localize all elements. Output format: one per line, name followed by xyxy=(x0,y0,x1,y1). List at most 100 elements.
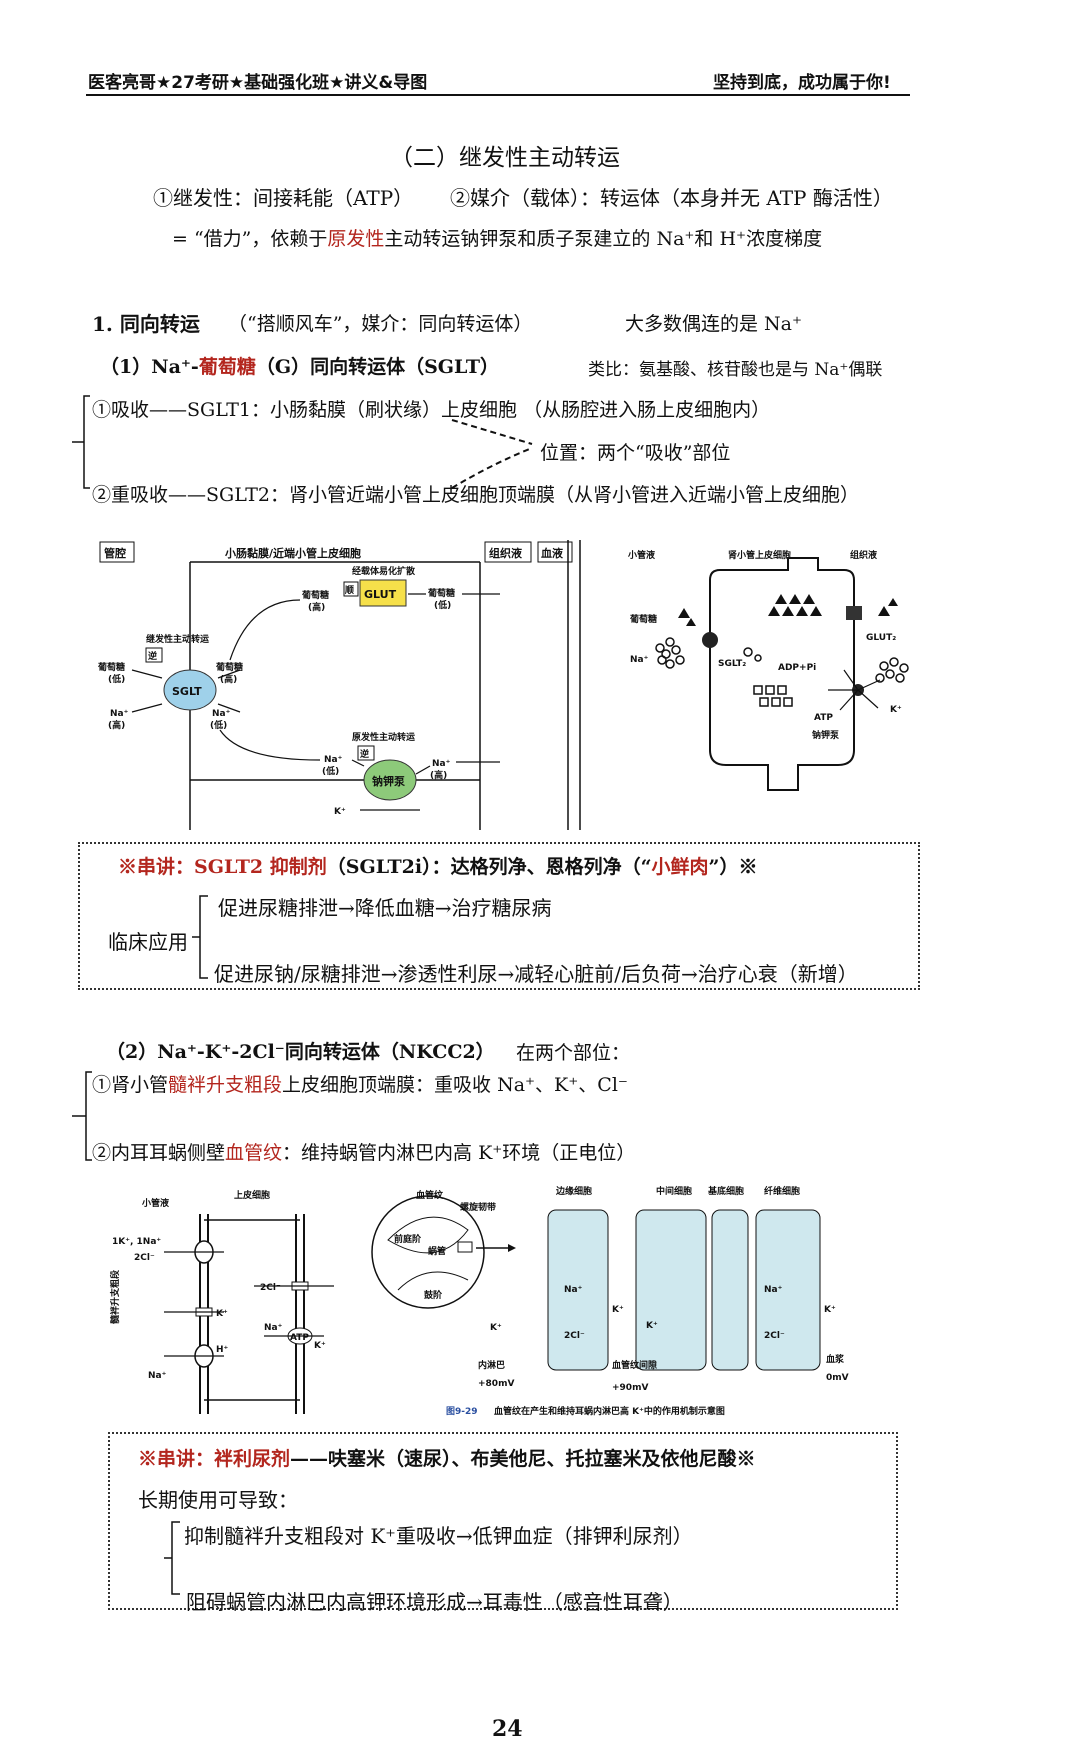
lumen-label: 管腔 xyxy=(104,546,126,560)
glu-cell-2: 葡萄糖 xyxy=(301,589,329,601)
fiber-cell xyxy=(755,1209,821,1371)
tissue-box xyxy=(484,541,532,563)
marginal-cell xyxy=(547,1209,609,1371)
header-left: 医客亮哥★27考研★基础强化班★讲义&导图 xyxy=(88,73,428,93)
glut-shun-label: 顺 xyxy=(345,585,354,596)
glu-tissue-low: (低) xyxy=(434,599,451,611)
clinical-line-2: 促进尿钠/尿糖排泄→渗透性利尿→减轻心脏前/后负荷→治疗心衰（新增） xyxy=(214,962,858,986)
na-l-label: Na⁺ xyxy=(148,1371,167,1381)
inter-label: 中间细胞 xyxy=(656,1185,692,1197)
absorb-bracket xyxy=(72,395,533,489)
fiber-label: 纤维细胞 xyxy=(764,1185,800,1197)
k-endo-label: K⁺ xyxy=(490,1323,502,1333)
k-i-label: K⁺ xyxy=(646,1321,658,1331)
symport-note: 大多数偶连的是 Na⁺ xyxy=(625,313,803,335)
nkcc2-bracket xyxy=(72,1071,92,1161)
intermediate-cell xyxy=(635,1209,707,1371)
clinical-line-1: 促进尿糖排泄→降低血糖→治疗糖尿病 xyxy=(218,896,552,920)
blood-label: 血液 xyxy=(541,546,564,560)
cell-label: 小肠黏膜/近端小管上皮细胞 xyxy=(224,546,361,560)
glu-tissue: 葡萄糖 xyxy=(427,587,455,599)
mv90-label: +90mV xyxy=(612,1383,648,1393)
glu-cell-high: (高) xyxy=(220,673,237,685)
stria-vascularis-diagram: 血管纹 螺旋韧带 前庭阶 蜗管 鼓阶 边缘细胞 中间细胞 基底细胞 纤维细胞 K… xyxy=(371,1185,849,1417)
vest-label: 前庭阶 xyxy=(394,1233,422,1245)
header-right: 坚持到底，成功属于你! xyxy=(713,73,891,93)
na-label-2: Na⁺ xyxy=(630,655,649,665)
nkcc2-site-1: ①肾小管髓袢升支粗段上皮细胞顶端膜：重吸收 Na⁺、K⁺、Cl⁻ xyxy=(92,1074,628,1096)
sec-active-label: 继发性主动转运 xyxy=(146,633,210,645)
na-cell-low: (低) xyxy=(210,719,227,731)
na-lumen-high: (高) xyxy=(108,719,125,731)
reabsorb-line: ②重吸收——SGLT2：肾小管近端小管上皮细胞顶端膜（从肾小管进入近端小管上皮细… xyxy=(92,484,860,506)
gap-label: 血管纹间隙 xyxy=(612,1359,657,1371)
k-mid-label: K⁺ xyxy=(216,1309,228,1319)
nkcc2-title: （2）Na⁺-K⁺-2Cl⁻同向转运体（NKCC2） xyxy=(106,1041,495,1063)
vessel-label: 血管纹 xyxy=(416,1189,444,1201)
duct-label: 蜗管 xyxy=(428,1245,446,1257)
pump-label-2: 钠钾泵 xyxy=(812,729,840,741)
k-r-label: K⁺ xyxy=(314,1341,326,1351)
na-k-pump xyxy=(363,759,417,801)
na-lumen: Na⁺ xyxy=(110,709,129,719)
clinical-label: 临床应用 xyxy=(108,930,188,954)
adp-label: ADP+Pi xyxy=(778,663,816,673)
glut2-transporter xyxy=(846,606,862,620)
sglt-title: （1）Na⁺-葡萄糖（G）同向转运体（SGLT） xyxy=(100,356,499,378)
na-r-label: Na⁺ xyxy=(264,1323,283,1333)
sglt-analogy: 类比：氨基酸、核苷酸也是与 Na⁺偶联 xyxy=(588,360,883,380)
sglt2i-box xyxy=(78,842,920,990)
sglt-transporter xyxy=(163,669,217,711)
glut-label: GLUT xyxy=(364,588,397,601)
intro-carrier: ②媒介（载体）：转运体（本身并无 ATP 酶活性） xyxy=(450,186,893,210)
clinical-bracket xyxy=(192,895,208,979)
tubular-fluid-label: 小管液 xyxy=(627,549,656,561)
mv80-label: +80mV xyxy=(478,1379,514,1389)
atp-label-3: ATP xyxy=(290,1333,309,1343)
long-use-line-1: 抑制髓袢升支粗段对 K⁺重吸收→低钾血症（排钾利尿剂） xyxy=(184,1524,693,1548)
na-m-label: Na⁺ xyxy=(564,1285,583,1295)
glut-transporter xyxy=(359,579,407,607)
k-label: K⁺ xyxy=(334,807,346,817)
nkcc2-note: 在两个部位： xyxy=(516,1042,631,1064)
symport-sub: （“搭顺风车”，媒介：同向转运体） xyxy=(228,313,533,335)
tal-side-label: 髓袢升支粗段 xyxy=(109,1269,121,1324)
nkcc2-site-2: ②内耳耳蜗侧壁血管纹：维持蜗管内淋巴内高 K⁺环境（正电位） xyxy=(92,1142,636,1164)
marginal-label: 边缘细胞 xyxy=(555,1185,592,1197)
glu-cell: 葡萄糖 xyxy=(215,661,243,673)
tissue-label-2: 组织液 xyxy=(850,549,878,561)
fig-caption: 血管纹在产生和维持耳蜗内淋巴高 K⁺中的作用机制示意图 xyxy=(494,1405,725,1417)
renal-cell-diagram: 小管液 肾小管上皮细胞 组织液 葡萄糖 Na⁺ SGLT₂ GLUT₂ ADP+… xyxy=(627,549,909,791)
glu-lumen-low: (低) xyxy=(108,673,125,685)
na-cell-2: Na⁺ xyxy=(324,755,343,765)
sglt2-transporter xyxy=(702,632,718,648)
r-cl-label: 2Cl⁻ xyxy=(260,1283,281,1293)
glut2-label: GLUT₂ xyxy=(866,633,896,643)
lumen-box xyxy=(99,541,135,563)
na-cell-2-low: (低) xyxy=(322,765,339,777)
l-cl-label: 2Cl⁻ xyxy=(134,1253,155,1263)
loop-diuretic-box xyxy=(108,1432,898,1610)
sglt-label: SGLT xyxy=(172,685,202,698)
sglt2-label: SGLT₂ xyxy=(718,659,746,669)
absorb-line: ①吸收——SGLT1：小肠黏膜（刷状缘）上皮细胞 （从肠腔进入肠上皮细胞内） xyxy=(92,399,771,421)
sglt-rev-label: 逆 xyxy=(148,650,157,662)
k-label-2: K⁺ xyxy=(890,705,902,715)
tissue-label: 组织液 xyxy=(489,546,523,560)
spiral-label: 螺旋韧带 xyxy=(460,1201,496,1213)
loop-diuretic-title: ※串讲：袢利尿剂——呋塞米（速尿）、布美他尼、托拉塞米及依他尼酸※ xyxy=(138,1448,756,1470)
tubular-label-3: 小管液 xyxy=(141,1197,170,1209)
pump-label: 钠钾泵 xyxy=(372,774,405,788)
position-note: 位置：两个“吸收”部位 xyxy=(540,442,731,464)
pump-rev-label: 逆 xyxy=(360,748,369,760)
k-m-label: K⁺ xyxy=(612,1305,624,1315)
long-use-line-2: 阻碍蜗管内淋巴内高钾环境形成→耳毒性（感音性耳聋） xyxy=(186,1590,683,1614)
tal-cell-diagram: 小管液 上皮细胞 髓袢升支粗段 1K⁺, 1Na⁺ 2Cl⁻ 2Cl⁻ K⁺ N… xyxy=(109,1189,334,1414)
carrier-fd-label: 经载体易化扩散 xyxy=(352,565,416,577)
header-rule xyxy=(86,94,910,96)
page-number: 24 xyxy=(492,1716,523,1742)
basal-label: 基底细胞 xyxy=(707,1185,744,1197)
glu-cell-2-high: (高) xyxy=(308,601,325,613)
k-f-label: K⁺ xyxy=(824,1305,836,1315)
mv0-label: 0mV xyxy=(826,1373,849,1383)
